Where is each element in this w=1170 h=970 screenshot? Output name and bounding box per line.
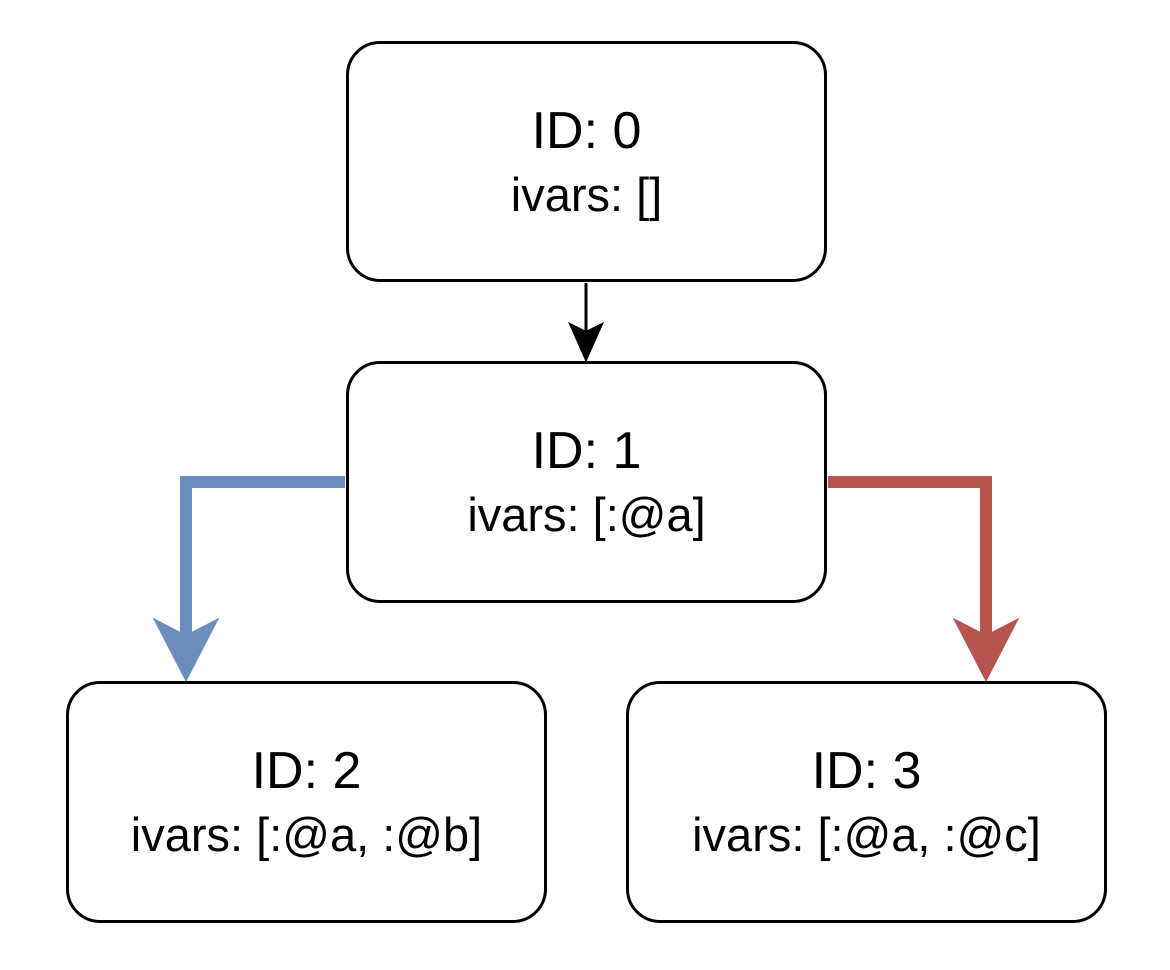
edge-1-to-2-line [180, 476, 345, 640]
edge-0-to-1 [567, 283, 605, 363]
node-id-label: ID: 0 [531, 101, 642, 160]
edge-0-to-1-arrowhead [567, 321, 605, 363]
node-0: ID: 0 ivars: [] [346, 41, 827, 282]
node-id-label: ID: 3 [811, 742, 922, 800]
edge-1-to-2 [152, 476, 345, 683]
node-ivars-label: ivars: [] [510, 167, 663, 221]
edge-1-to-3-arrowhead [952, 617, 1020, 683]
node-id-label: ID: 1 [531, 422, 642, 480]
node-ivars-label: ivars: [:@a, :@b] [130, 808, 483, 861]
edge-1-to-2-arrowhead [152, 617, 220, 683]
node-ivars-label: ivars: [:@a] [467, 488, 706, 541]
node-1: ID: 1 ivars: [:@a] [346, 361, 827, 603]
edge-1-to-3 [828, 476, 1020, 683]
node-3: ID: 3 ivars: [:@a, :@c] [626, 681, 1107, 923]
node-id-label: ID: 2 [251, 742, 362, 800]
node-2: ID: 2 ivars: [:@a, :@b] [66, 681, 547, 923]
node-ivars-label: ivars: [:@a, :@c] [692, 808, 1041, 861]
edge-1-to-3-line [828, 476, 992, 640]
